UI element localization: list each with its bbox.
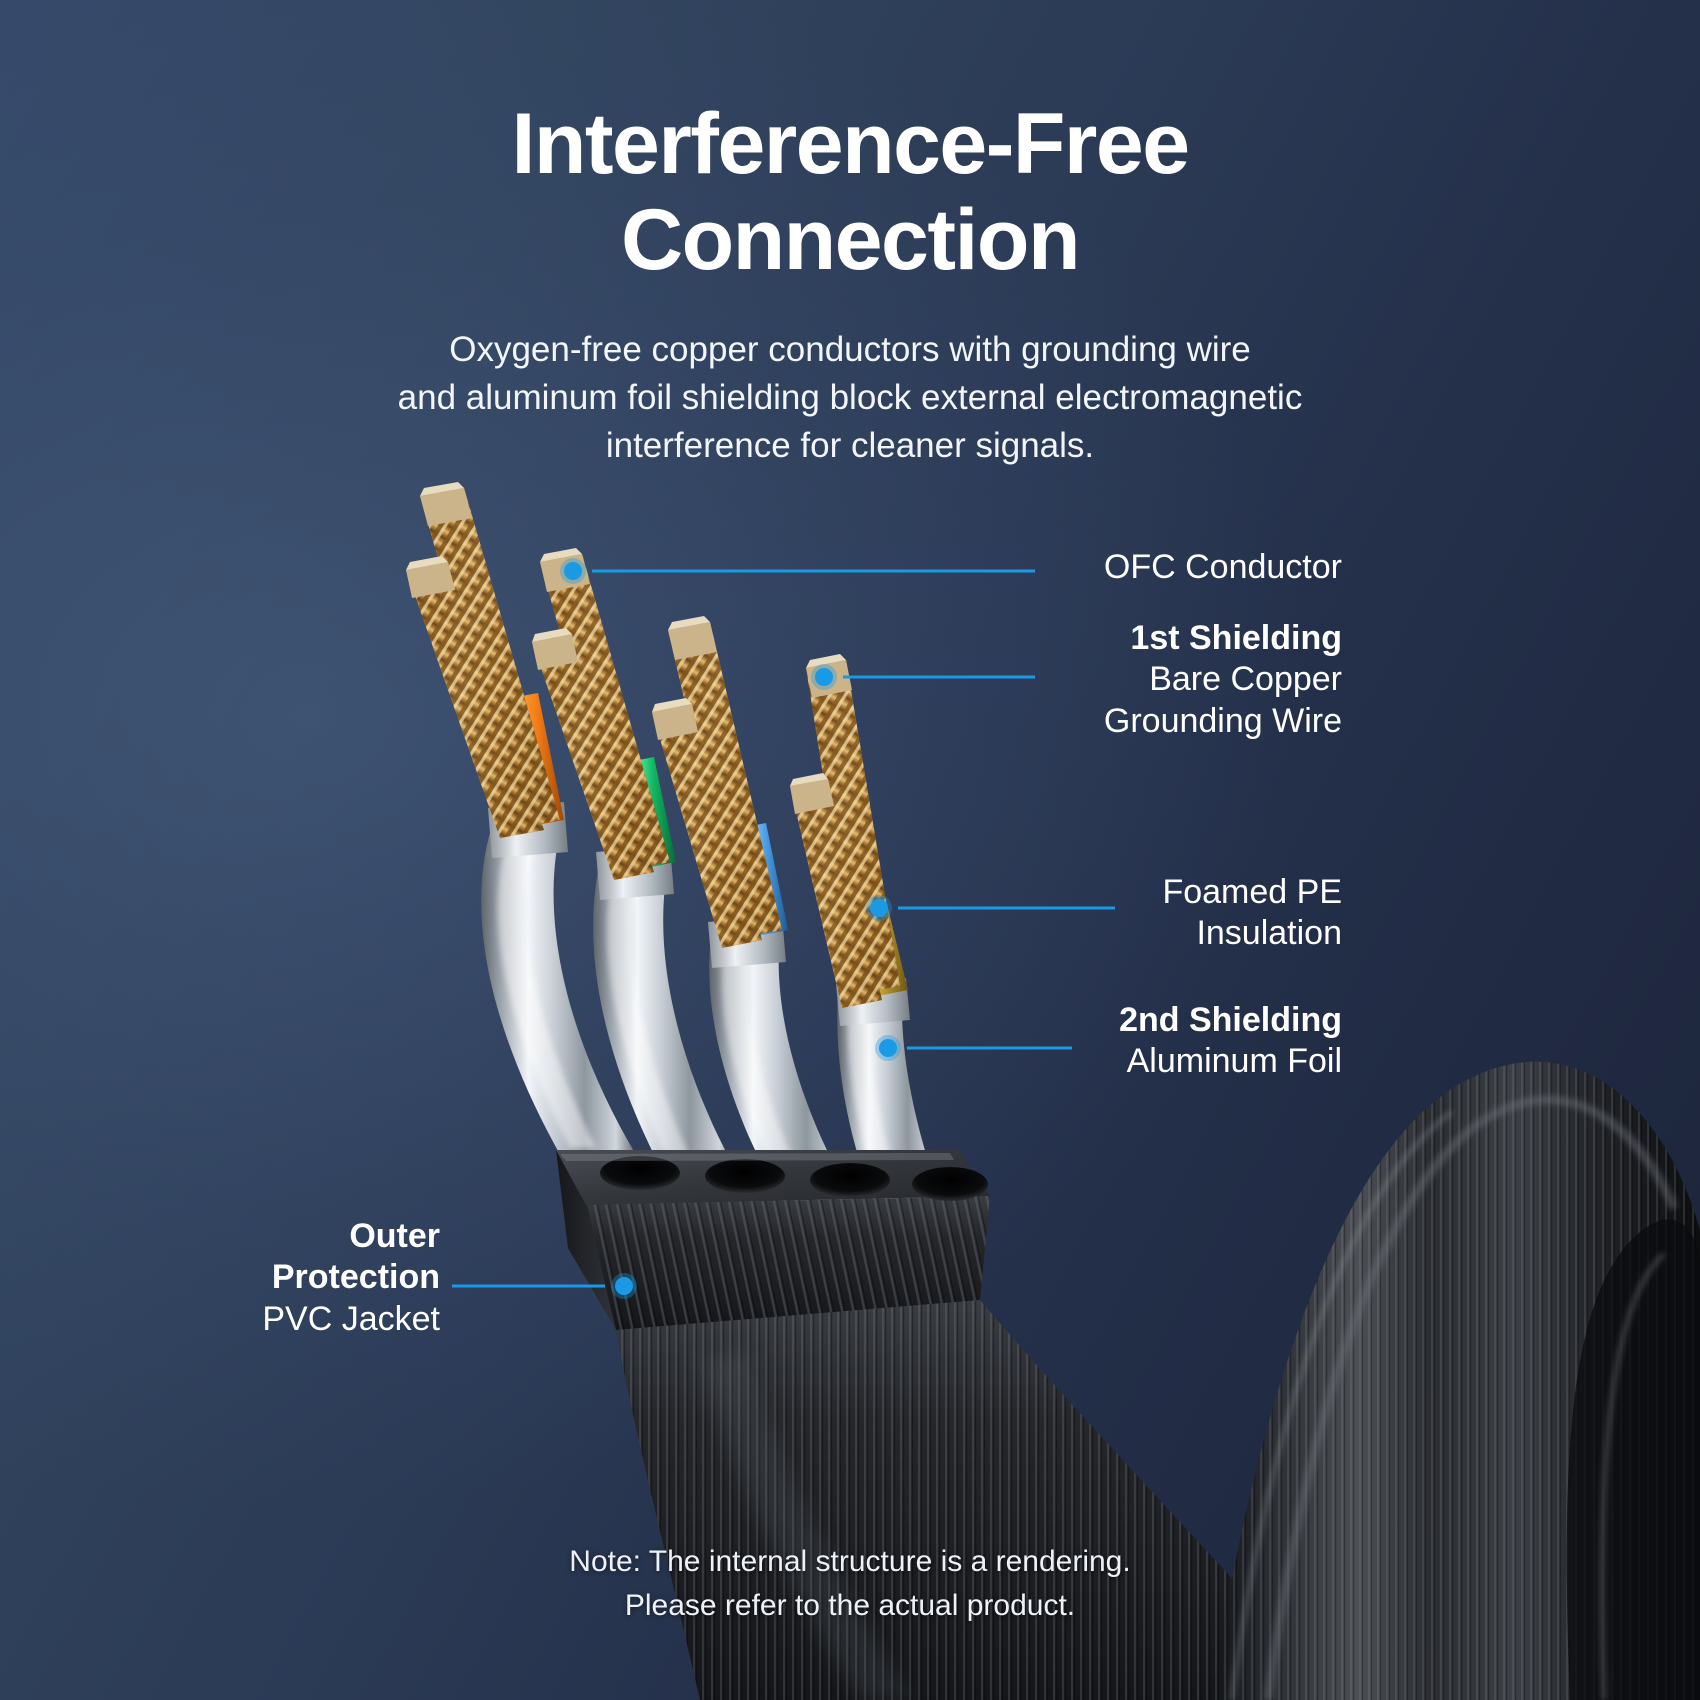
callout-outer-protection-title-2: Protection <box>271 1258 440 1297</box>
callout-outer-protection-title-1: Outer <box>349 1217 440 1255</box>
headline-line-1: Interference-Free <box>511 96 1190 192</box>
disclaimer-note: Note: The internal structure is a render… <box>350 1540 1350 1627</box>
page-subtitle: Oxygen-free copper conductors with groun… <box>310 326 1390 470</box>
callout-first-shielding-sub-2: Grounding Wire <box>1103 701 1342 740</box>
conductor-group-2 <box>532 548 740 1178</box>
callout-ofc-conductor: OFC Conductor <box>1104 547 1342 588</box>
note-line-1: Note: The internal structure is a render… <box>569 1545 1131 1578</box>
callout-ofc-conductor-label: OFC Conductor <box>1103 548 1342 586</box>
subhead-line-3: interference for cleaner signals. <box>605 425 1095 465</box>
cable-loop <box>1212 1061 1700 1700</box>
conductor-group-3 <box>652 616 856 1205</box>
subhead-line-1: Oxygen-free copper conductors with groun… <box>449 330 1251 369</box>
conductor-group-1 <box>406 482 638 1158</box>
callout-outer-protection: Outer Protection PVC Jacket <box>230 1216 440 1340</box>
callout-second-shielding-title: 2nd Shielding <box>1119 1001 1342 1039</box>
callout-foamed-pe-sub-1: Foamed PE <box>1162 873 1342 911</box>
callout-foamed-pe-sub-2: Insulation <box>1196 914 1342 953</box>
pvc-jacket-body <box>616 1300 1340 1700</box>
callout-second-shielding-sub: Aluminum Foil <box>1126 1042 1342 1081</box>
callout-first-shielding-sub-1: Bare Copper <box>1149 660 1342 699</box>
callout-second-shielding: 2nd Shielding Aluminum Foil <box>1119 1000 1342 1083</box>
headline-line-2: Connection <box>621 192 1080 289</box>
callout-first-shielding: 1st Shielding Bare Copper Grounding Wire <box>1104 618 1342 742</box>
subhead-line-2: and aluminum foil shielding block extern… <box>397 377 1303 417</box>
callout-first-shielding-title: 1st Shielding <box>1130 619 1342 657</box>
pvc-jacket <box>556 1150 990 1330</box>
callout-outer-protection-sub: PVC Jacket <box>262 1299 440 1338</box>
page-title: Interference-Free Connection <box>0 96 1700 289</box>
note-line-2: Please refer to the actual product. <box>624 1588 1076 1622</box>
callout-foamed-pe-insulation: Foamed PE Insulation <box>1162 872 1342 955</box>
